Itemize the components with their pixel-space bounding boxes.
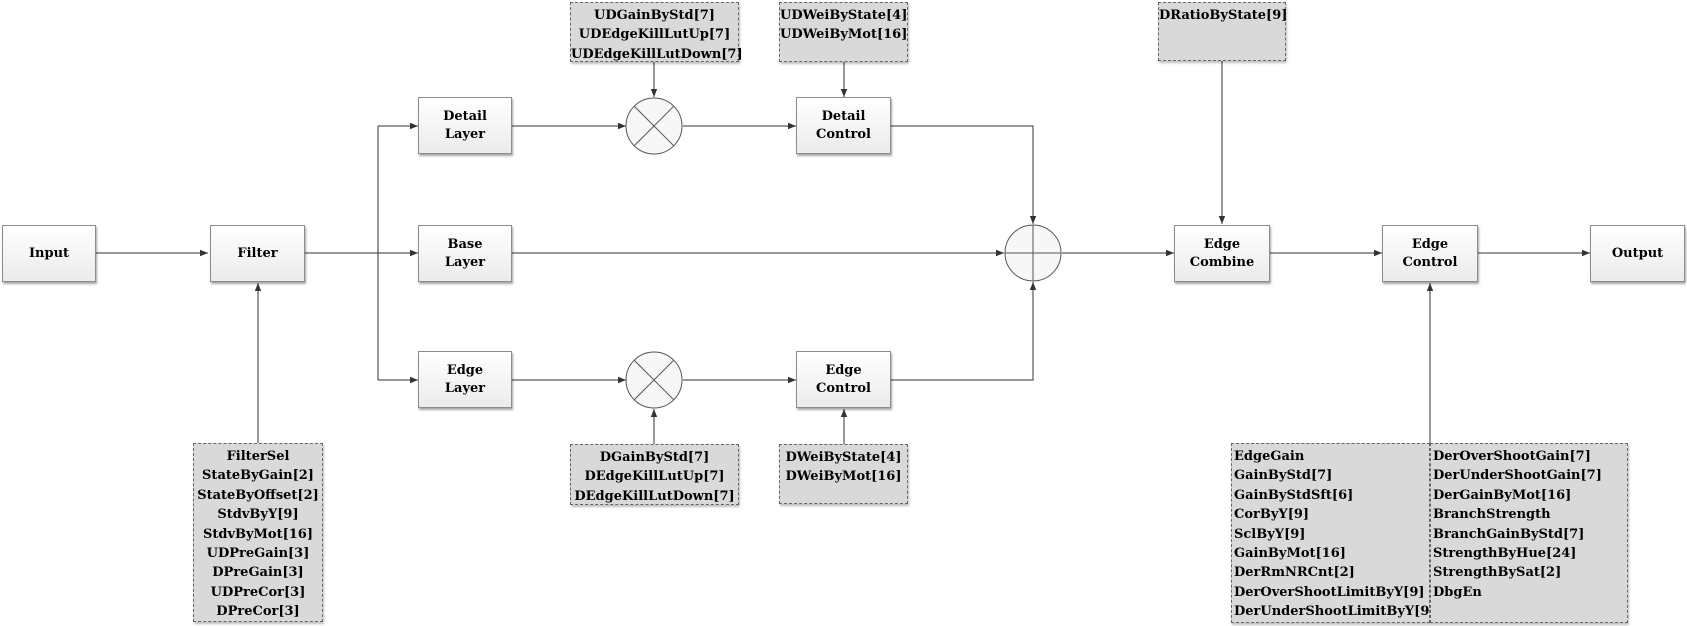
item-line: Control bbox=[1402, 254, 1458, 270]
edge-ctrl-params-box-left-line: DerRmNRCnt[2] bbox=[1234, 565, 1355, 581]
item-line: Output bbox=[1611, 245, 1664, 261]
filter-params-box-line: StateByGain[2] bbox=[202, 468, 314, 484]
edge-ctrl-params-box-left-line: CorByY[9] bbox=[1234, 507, 1310, 523]
item-line: Layer bbox=[444, 126, 486, 142]
edge-ctrl-params-box-right-line: DerOverShootGain[7] bbox=[1433, 449, 1591, 464]
edge-ctrl-params-box-left-line: DerOverShootLimitByY[9] bbox=[1234, 584, 1425, 600]
filter-params-box-line: FilterSel bbox=[226, 449, 290, 464]
item-line: Control bbox=[816, 126, 871, 142]
input-block: Input bbox=[2, 225, 96, 282]
item-line: Edge bbox=[825, 362, 862, 378]
filter-params-box-line: UDPreCor[3] bbox=[210, 584, 306, 600]
d-ratio-params-box: DRatioByState[9] bbox=[1158, 2, 1288, 61]
edge-ctrl-params-box-right-line: DbgEn bbox=[1433, 584, 1482, 600]
d-wei-params-box: DWeiByState[4] DWeiByMot[16] bbox=[779, 444, 908, 504]
item-line: Detail bbox=[821, 108, 866, 124]
ud-gain-params-box-line: UDEdgeKillLutDown[7] bbox=[571, 46, 743, 62]
filter-params-box-line: StdvByY[9] bbox=[217, 507, 299, 523]
item-line: Input bbox=[28, 245, 70, 261]
ud-wei-params-box: UDWeiByState[4] UDWeiByMot[16] bbox=[779, 2, 908, 62]
edge-ctrl-params-box-right-line: DerGainByMot[16] bbox=[1433, 487, 1572, 503]
filter-params-box-line: StdvByMot[16] bbox=[202, 526, 314, 542]
edge-ctrl-params-box-right-line: BranchGainByStd[7] bbox=[1433, 526, 1585, 542]
edge-ctrl-params-box-left-line: GainByStdSft[6] bbox=[1234, 487, 1354, 503]
item-line: Detail bbox=[443, 108, 487, 124]
item-line: Layer bbox=[444, 254, 486, 270]
edge-ctrl-params-box-left-line: GainByStd[7] bbox=[1234, 468, 1333, 484]
ud-gain-params-box-line: UDEdgeKillLutUp[7] bbox=[578, 27, 731, 43]
item-line: Base bbox=[447, 236, 483, 252]
d-wei-params-box-line: DWeiByState[4] bbox=[785, 450, 902, 465]
filter-params-box-line: UDPreGain[3] bbox=[206, 546, 310, 562]
item-line: Edge bbox=[1411, 236, 1449, 252]
filter-block: Filter bbox=[210, 225, 305, 282]
ud-gain-params-box-line: UDGainByStd[7] bbox=[594, 8, 715, 23]
edge-ctrl-params-box-left-line: DerUnderShootLimitByY[9] bbox=[1234, 604, 1436, 620]
d-ratio-params-box-line: DRatioByState[9] bbox=[1159, 8, 1288, 23]
filter-params-box-line: DPreGain[3] bbox=[212, 565, 304, 581]
sum-operator bbox=[1004, 224, 1062, 282]
ud-wei-params-box-line: UDWeiByState[4] bbox=[780, 8, 908, 23]
edge-ctrl-params-box-right: DerOverShootGain[7] DerUnderShootGain[7] D… bbox=[1430, 443, 1628, 623]
edge-ctrl-params-box-right-line: BranchStrength bbox=[1433, 507, 1551, 523]
item-line: Filter bbox=[237, 245, 278, 261]
d-gain-params-box-line: DEdgeKillLutDown[7] bbox=[574, 488, 735, 504]
ud-wei-params-box-line: UDWeiByMot[16] bbox=[780, 27, 908, 43]
item-line: Layer bbox=[444, 380, 486, 396]
d-gain-params-box: DGainByStd[7] DEdgeKillLutUp[7] DEdgeKillL… bbox=[570, 444, 739, 505]
d-gain-params-box-line: DGainByStd[7] bbox=[599, 450, 710, 465]
item-line: Combine bbox=[1189, 254, 1255, 270]
edge-ctrl-params-box-right-line: DerUnderShootGain[7] bbox=[1433, 468, 1602, 484]
edge-ctrl-params-box-left-line: EdgeGain bbox=[1234, 449, 1305, 464]
filter-params-box-line: StateByOffset[2] bbox=[197, 487, 319, 503]
edge-ctrl-params-box-left-line: SclByY[9] bbox=[1234, 526, 1306, 542]
item-line: Edge bbox=[446, 362, 484, 378]
edge-ctrl-params-box-left-line: GainByMot[16] bbox=[1234, 546, 1346, 562]
edge-ctrl-params-box-right-line: StrengthBySat[2] bbox=[1433, 565, 1562, 581]
item-line: Edge bbox=[1203, 236, 1241, 252]
multiply-operator-top bbox=[625, 97, 683, 155]
arrow-detail-control-to-sum bbox=[891, 125, 1037, 224]
output-block: Output bbox=[1590, 225, 1685, 282]
arrow-edge-control-to-sum bbox=[891, 282, 1037, 381]
item-line: Control bbox=[816, 380, 871, 396]
d-wei-params-box-line: DWeiByMot[16] bbox=[785, 469, 902, 485]
d-gain-params-box-line: DEdgeKillLutUp[7] bbox=[584, 469, 725, 485]
ud-gain-params-box: UDGainByStd[7] UDEdgeKillLutUp[7] UDEdgeKi… bbox=[570, 2, 743, 62]
edge-ctrl-params-box-right-line: StrengthByHue[24] bbox=[1433, 546, 1577, 562]
filter-params-box-line: DPreCor[3] bbox=[216, 604, 300, 620]
multiply-operator-bottom bbox=[625, 351, 683, 409]
